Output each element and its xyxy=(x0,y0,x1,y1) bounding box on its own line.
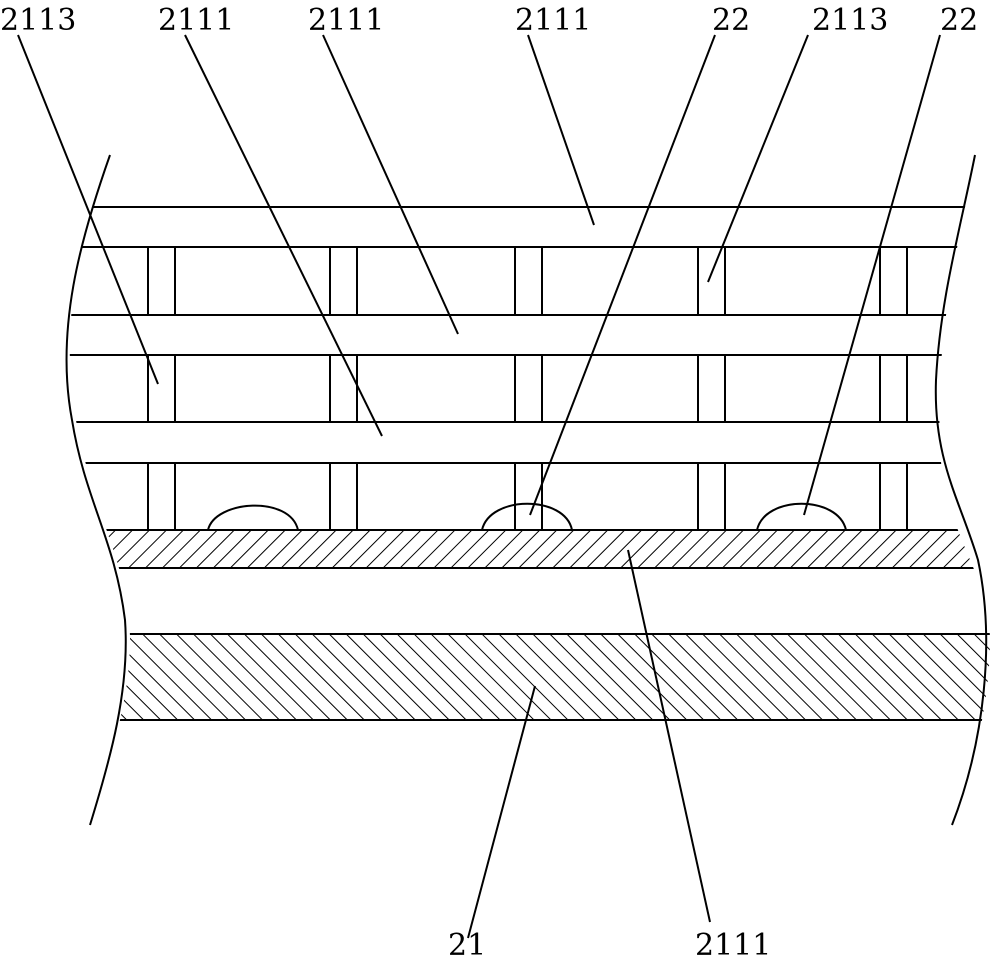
left-break-line xyxy=(66,155,125,825)
label-2111-c: 2111 xyxy=(515,3,591,38)
base-layer-21 xyxy=(0,634,1000,720)
label-21: 21 xyxy=(448,928,486,961)
label-2111-a: 2111 xyxy=(158,3,234,38)
right-break-line xyxy=(936,155,986,825)
thin-hatched-layer xyxy=(0,530,1000,568)
label-2113-right: 2113 xyxy=(812,3,888,38)
label-22-a: 22 xyxy=(712,3,750,38)
label-2111-b: 2111 xyxy=(308,3,384,38)
leader-lines xyxy=(18,35,940,938)
reference-labels: 2113 2111 2111 2111 22 2113 22 21 2111 xyxy=(0,3,978,961)
label-22-b: 22 xyxy=(940,3,978,38)
label-2111-bottom: 2111 xyxy=(695,928,771,961)
adhesive-dots xyxy=(208,504,846,530)
horizontal-fiber-bands xyxy=(0,207,1000,463)
label-2113-left: 2113 xyxy=(0,3,76,38)
vertical-fiber-strands xyxy=(148,247,907,530)
